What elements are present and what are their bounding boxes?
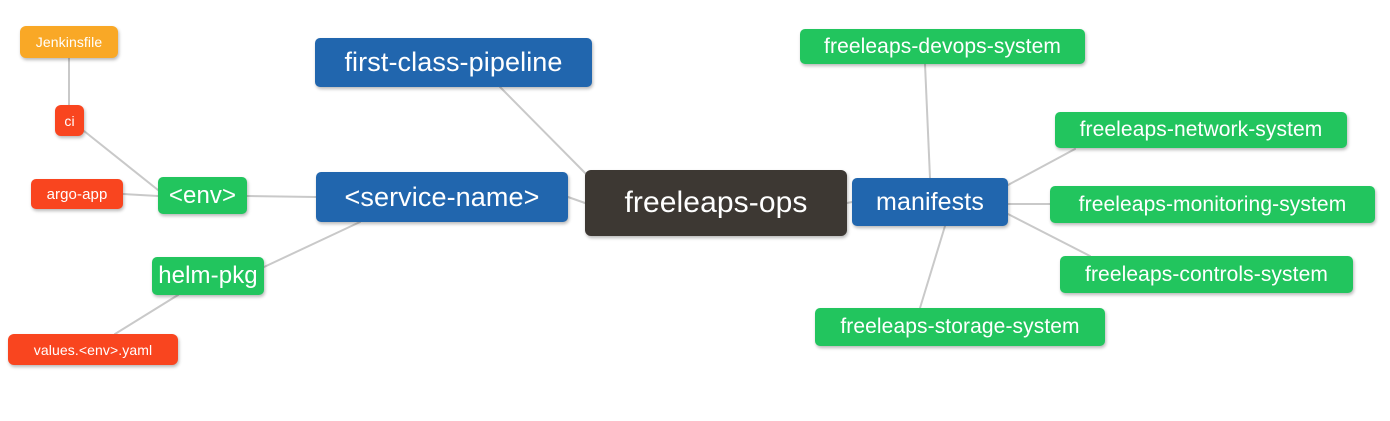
node-manifests[interactable]: manifests (852, 178, 1008, 226)
edge-root-to-service (567, 196, 586, 204)
node-label: argo-app (46, 185, 108, 203)
node-storage[interactable]: freeleaps-storage-system (815, 308, 1105, 346)
node-label: Jenkinsfile (35, 34, 103, 50)
node-ci[interactable]: ci (55, 105, 84, 136)
node-jenkinsfile[interactable]: Jenkinsfile (20, 26, 118, 58)
node-label: freeleaps-storage-system (840, 315, 1080, 338)
node-label: <env> (168, 181, 237, 209)
node-devops[interactable]: freeleaps-devops-system (800, 29, 1085, 64)
node-label: manifests (876, 187, 984, 216)
edge-root-to-pipeline (499, 86, 593, 181)
node-monitoring[interactable]: freeleaps-monitoring-system (1050, 186, 1375, 223)
node-label: freeleaps-devops-system (824, 34, 1061, 58)
node-env[interactable]: <env> (158, 177, 247, 214)
edge-service-to-helmpkg (263, 221, 361, 268)
node-label: freeleaps-network-system (1079, 118, 1323, 141)
node-label: freeleaps-ops (624, 186, 808, 219)
node-service[interactable]: <service-name> (316, 172, 568, 222)
node-label: helm-pkg (158, 262, 258, 289)
node-root[interactable]: freeleaps-ops (585, 170, 847, 236)
node-argoapp[interactable]: argo-app (31, 179, 123, 209)
edge-manifests-to-storage (919, 225, 946, 309)
edge-service-to-env (246, 195, 317, 198)
node-label: values.<env>.yaml (33, 341, 153, 358)
edge-env-to-argoapp (122, 193, 159, 197)
node-helmpkg[interactable]: helm-pkg (152, 257, 264, 295)
node-label: first-class-pipeline (344, 47, 563, 77)
node-network[interactable]: freeleaps-network-system (1055, 112, 1347, 148)
edge-manifests-to-network (1007, 148, 1076, 186)
node-label: ci (64, 112, 75, 129)
edge-manifests-to-devops (924, 63, 931, 179)
node-pipeline[interactable]: first-class-pipeline (315, 38, 592, 87)
node-label: freeleaps-controls-system (1085, 262, 1328, 286)
edge-helmpkg-to-valuesyaml (114, 294, 179, 335)
node-label: <service-name> (344, 181, 540, 212)
node-valuesyaml[interactable]: values.<env>.yaml (8, 334, 178, 365)
node-label: freeleaps-monitoring-system (1078, 192, 1347, 216)
node-controls[interactable]: freeleaps-controls-system (1060, 256, 1353, 293)
